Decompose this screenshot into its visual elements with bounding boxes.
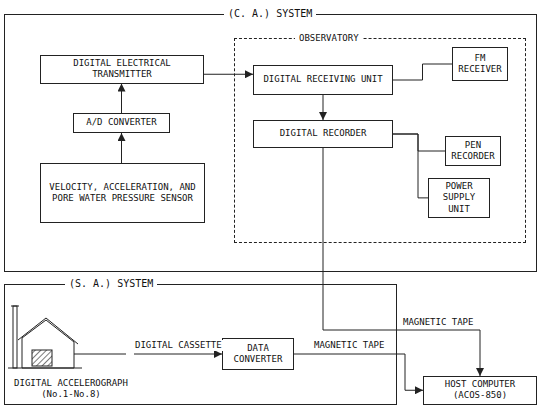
connector [393, 134, 428, 198]
system-frame: (C. A.) SYSTEMOBSERVATORYFM RECEIVERDIGI… [4, 14, 537, 272]
connector-label: MAGNETIC TAPE [312, 340, 386, 351]
process-box: DIGITAL ELECTRICAL TRANSMITTER [40, 55, 204, 84]
box-label: VELOCITY, ACCELERATION, AND PORE WATER P… [44, 182, 201, 205]
converter-box: A/D CONVERTER [73, 113, 170, 133]
recorder-box: PEN RECORDER [445, 136, 501, 166]
frame-title: (S. A.) SYSTEM [65, 278, 157, 290]
power-box: POWER SUPPLY UNIT [428, 178, 490, 218]
box-label: HOST COMPUTER (ACOS-850) [427, 379, 533, 402]
connector [294, 354, 423, 390]
computer-box: HOST COMPUTER (ACOS-850) [423, 376, 537, 405]
connector [393, 64, 452, 80]
connector [134, 354, 222, 355]
station-drawing [8, 306, 126, 368]
cassette-cable [74, 354, 126, 355]
box-label: DATA CONVERTER [226, 343, 290, 366]
frame-title: (C. A.) SYSTEM [224, 8, 316, 20]
observatory-frame: OBSERVATORYFM RECEIVERDIGITAL RECEIVING … [234, 38, 526, 243]
box-label: DIGITAL RECORDER [280, 128, 367, 139]
accelerograph-unit: DIGITAL ACCELEROGRAPH (No.1-No.8) [8, 300, 134, 400]
connector-label: MAGNETIC TAPE [401, 317, 475, 328]
box-label: A/D CONVERTER [86, 117, 156, 128]
box-label: DIGITAL ACCELEROGRAPH (No.1-No.8) [8, 378, 134, 401]
recorder-box: DIGITAL RECORDER [253, 120, 393, 148]
connector [121, 133, 122, 163]
box-label: FM RECEIVER [456, 53, 504, 76]
process-box: DIGITAL RECEIVING UNIT [253, 65, 393, 95]
connector-label: DIGITAL CASSETTE [133, 340, 224, 351]
connector [323, 95, 324, 120]
box-label: POWER SUPPLY UNIT [432, 181, 486, 215]
box-label: DIGITAL RECEIVING UNIT [263, 74, 382, 85]
connector [121, 84, 122, 114]
connector [393, 134, 445, 151]
frame-title: OBSERVATORY [295, 32, 363, 44]
connector [204, 74, 253, 75]
sensor-box: VELOCITY, ACCELERATION, AND PORE WATER P… [40, 163, 205, 223]
converter-box: DATA CONVERTER [222, 338, 294, 370]
box-label: DIGITAL ELECTRICAL TRANSMITTER [44, 58, 200, 81]
receiver-box: FM RECEIVER [452, 47, 508, 81]
box-label: PEN RECORDER [449, 140, 497, 163]
